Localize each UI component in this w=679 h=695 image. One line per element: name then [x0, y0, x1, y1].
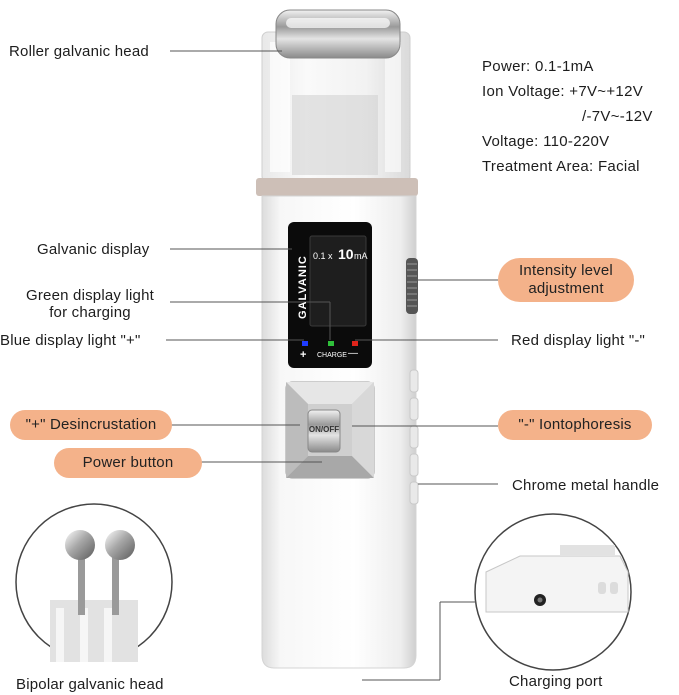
roller-head [261, 9, 411, 183]
plus-sign: + [300, 349, 307, 361]
specs-list: Power: 0.1-1mA Ion Voltage: +7V~+12V /-7… [482, 54, 653, 179]
spec-power: Power: 0.1-1mA [482, 58, 594, 75]
bipolar-head-label: Bipolar galvanic head [16, 676, 164, 693]
charging-port-inset [474, 513, 632, 671]
power-button[interactable] [307, 409, 341, 453]
readout-prefix: 0.1 x [313, 251, 333, 261]
spec-treatment-area: Treatment Area: Facial [482, 158, 640, 175]
green-light [328, 341, 334, 346]
roller-head-label: Roller galvanic head [9, 43, 149, 60]
spec-ion-voltage-neg: /-7V~-12V [582, 108, 653, 125]
brand-label: GALVANIC [297, 255, 309, 319]
red-light-label: Red display light "-" [511, 332, 646, 349]
iontophoresis-pill: "-" Iontophoresis [498, 410, 652, 440]
spec-voltage: Voltage: 110-220V [482, 133, 610, 150]
minus-sign: — [348, 348, 358, 359]
charge-label: CHARGE [317, 352, 347, 359]
intensity-pill: Intensity level adjustment [498, 258, 634, 302]
desincrustation-pill: "+" Desincrustation [10, 410, 172, 440]
green-light-label-line1: Green display light [25, 287, 155, 304]
head-collar [256, 178, 418, 196]
green-light-label: Green display light for charging [15, 287, 165, 321]
bipolar-head-inset [15, 503, 173, 662]
charging-port-label: Charging port [509, 673, 603, 690]
intensity-pill-line1: Intensity level [519, 262, 613, 279]
spec-ion-voltage: Ion Voltage: +7V~+12V [482, 83, 644, 100]
power-button-label: ON/OFF [308, 425, 340, 434]
green-light-label-line2: for charging [49, 304, 131, 321]
intensity-pill-line2: adjustment [528, 280, 604, 297]
readout-unit: mA [354, 251, 368, 261]
blue-light [302, 341, 308, 346]
power-button-pill: Power button [54, 448, 202, 478]
chrome-handle-strips [409, 369, 419, 505]
chrome-handle-label: Chrome metal handle [512, 477, 660, 494]
blue-light-label: Blue display light "+" [0, 332, 141, 349]
control-pad [285, 381, 375, 479]
red-light [352, 341, 358, 346]
galvanic-display-label: Galvanic display [37, 241, 150, 258]
readout-value: 10 [338, 246, 354, 262]
